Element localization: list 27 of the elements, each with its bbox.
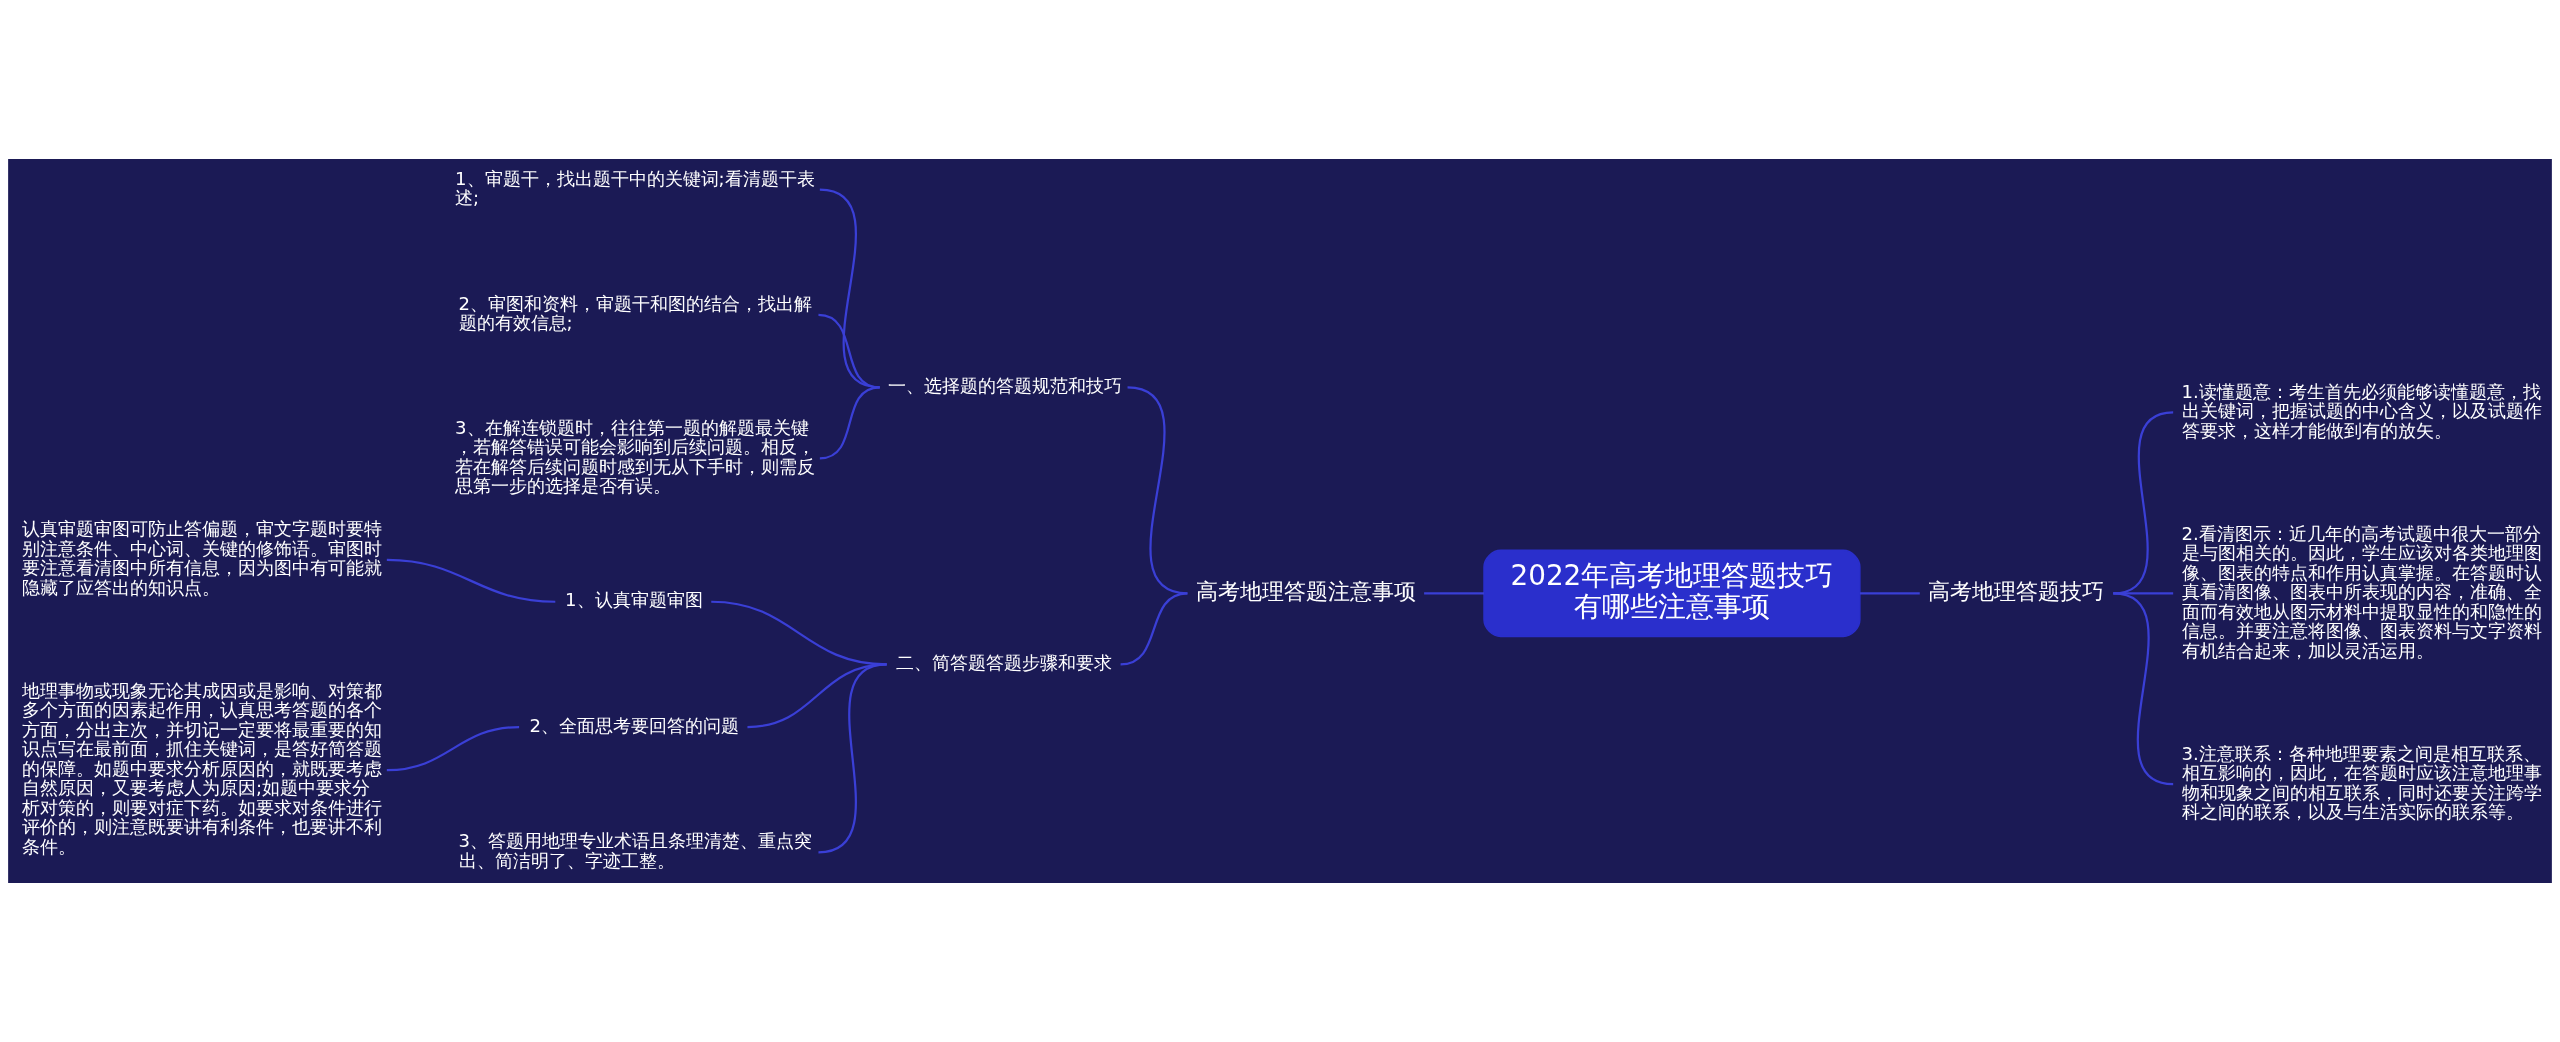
connector: [1859, 592, 1920, 595]
connector: [818, 663, 887, 854]
node-text: 2、全面思考要回答的问题: [529, 714, 740, 736]
node-text: 1、审题干，找出题干中的关键词;看清题干表述;: [455, 167, 815, 209]
node-text: 一、选择题的答题规范和技巧: [888, 375, 1123, 397]
node-text: 二、简答题答题步骤和要求: [896, 652, 1113, 674]
node-text: 1、认真审题审图: [565, 589, 703, 611]
node-box: 2022年高考地理答题技巧有哪些注意事项: [1483, 549, 1861, 638]
connector: [818, 313, 880, 389]
connector: [2113, 592, 2174, 786]
connector: [386, 558, 556, 603]
node-text: 1.读懂题意：考生首先必须能够读懂题意，找出关键词，把握试题的中心含义，以及试题作答要求，这样才能做到有的放矢。: [2181, 380, 2542, 441]
node-text: 3.注意联系：各种地理要素之间是相互联系、相互影响的，因此，在答题时应该注意地理事物和现象之间的相互联系，同时还要关注跨学科之间的联系，以及与生活实际的联系等。: [2181, 742, 2542, 823]
node-text: 地理事物或现象无论其成因或是影响、对策都多个方面的因素起作用，认真思考答题的各个方面，分出主次，并切记一定要将最重要的知识点写在最前面，抓住关键词，是答好简答题的保障。如题中要求分析原因的，就既要考虑自然原因，又要考虑人为原因;如题中要求分析对策的，则要对症下药。如要求对条件进行评价的，则注意既要讲有利条件，也要讲不利条件。: [22, 679, 383, 857]
node-text: 2.看清图示：近几年的高考试题中很大一部分是与图相关的。因此，学生应该对各类地理图像、图表的特点和作用认真掌握。在答题时认真看清图像、图表中所表现的内容，准确、全面而有效地从图示材料中提取显性的和隐性的信息。并要注意将图像、图表资料与文字资料有机结合起来，加以灵活运用。: [2181, 522, 2542, 661]
node-text: 3、答题用地理专业术语且条理清楚、重点突出、简洁明了、字迹工整。: [458, 830, 813, 871]
node-text: 认真审题审图可防止答偏题，审文字题时要特别注意条件、中心词、关键的修饰语。审图时要注意看清图中所有信息，因为图中有可能就隐藏了应答出的知识点。: [22, 518, 383, 598]
node-text: 3、在解连锁题时，往往第一题的解题最关键，若解答错误可能会影响到后续问题。相反，若在解答后续问题时感到无从下手时，则需反思第一步的选择是否有误。: [455, 416, 816, 497]
connector: [1424, 592, 1484, 595]
node-text: 高考地理答题技巧: [1928, 577, 2105, 604]
connector: [386, 725, 520, 772]
node-text: 2、审图和资料，审题干和图的结合，找出解题的有效信息;: [458, 292, 813, 334]
connector: [1120, 592, 1188, 666]
connector: [819, 386, 880, 460]
connector: [1127, 386, 1188, 595]
node-text: 高考地理答题注意事项: [1195, 577, 1416, 604]
connector: [819, 188, 880, 389]
